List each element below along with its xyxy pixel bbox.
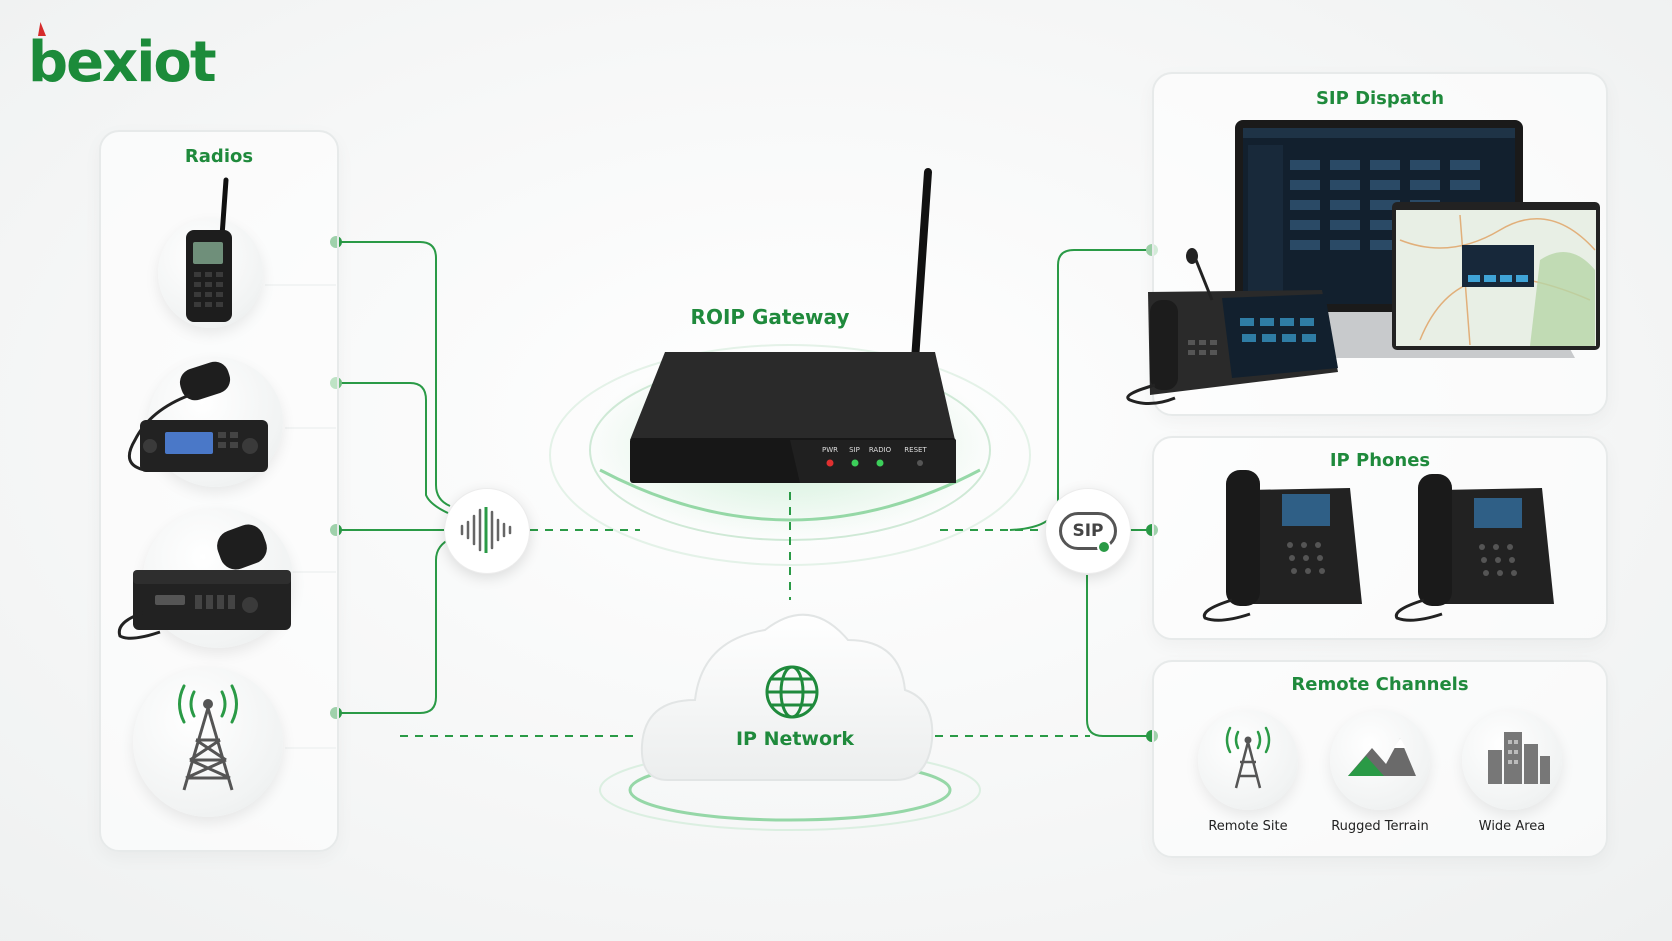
sip-dispatch-panel: SIP Dispatch	[1152, 72, 1608, 416]
audio-hub	[444, 488, 530, 574]
remote-channels-title: Remote Channels	[1291, 674, 1469, 695]
logo-text: bexiot	[28, 30, 217, 95]
sip-badge: SIP	[1059, 512, 1117, 550]
indicator-sip: SIP	[849, 446, 860, 454]
wide-area-label: Wide Area	[1478, 819, 1546, 834]
rugged-terrain-circle	[1330, 710, 1430, 810]
logo-mark-icon	[38, 22, 46, 36]
indicator-radio: RADIO	[868, 446, 892, 454]
ip-phones-title: IP Phones	[1329, 450, 1431, 471]
remote-site-circle	[1198, 710, 1298, 810]
indicator-pwr: PWR	[821, 446, 838, 454]
gateway-indicators: PWR SIP RADIO RESET	[818, 446, 938, 454]
handheld-radio-circle	[158, 218, 263, 328]
radios-title: Radios	[184, 146, 254, 167]
wide-area-circle	[1462, 710, 1562, 810]
radio-tower-circle	[133, 667, 283, 817]
sip-status-dot	[1097, 540, 1111, 554]
ip-phones-panel: IP Phones	[1152, 436, 1608, 640]
rugged-terrain-label: Rugged Terrain	[1331, 819, 1429, 834]
base-station-circle	[143, 508, 293, 648]
brand-logo: bexiot	[28, 22, 217, 95]
gateway-title: ROIP Gateway	[690, 305, 850, 329]
sip-dispatch-title: SIP Dispatch	[1315, 88, 1445, 109]
indicator-reset: RESET	[904, 446, 927, 454]
mobile-radio-circle	[148, 357, 283, 487]
remote-site-label: Remote Site	[1208, 819, 1288, 834]
network-label: IP Network	[735, 728, 855, 750]
